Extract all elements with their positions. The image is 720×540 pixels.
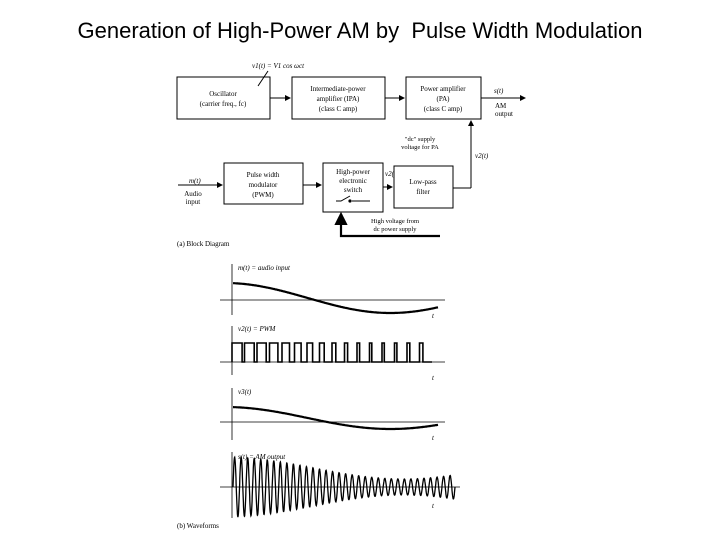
pwm-waveform-label: v2(t) = PWM [238,325,277,333]
filtered-t-label: t [432,434,435,442]
switch-block [322,162,384,213]
am-t-label: t [432,502,435,510]
audio-waveform [233,282,439,315]
audio-input-label-1: Audio [184,190,202,198]
ipa-label-2: amplifier (IPA) [317,95,360,103]
am-output-label-1: AM [495,102,507,110]
pa-label-2: (PA) [437,95,451,103]
pwm-t-label: t [432,374,435,382]
oscillator-label: Oscillator [209,90,237,98]
waveforms: m(t) = audio input t v2(t) = PWM t v3(t)… [177,264,460,530]
high-voltage-label-1: High voltage from [371,218,419,225]
am-waveform-label: s(t) = AM output [238,453,286,461]
am-output-label-2: output [495,110,513,118]
pwm-label-2: modulator [249,181,278,189]
dc-supply-label-1: "dc" supply [405,136,436,143]
pwm-waveform [231,342,432,363]
v2-supply-label: v2(t) [475,152,489,160]
audio-t-label: t [432,312,435,320]
ipa-label-1: Intermediate-power [310,85,366,93]
audio-waveform-label: m(t) = audio input [238,264,291,272]
dc-supply-label-2: voltage for PA [401,144,439,151]
waveforms-caption: (b) Waveforms [177,522,219,530]
switch-label-3: switch [344,186,363,194]
carrier-label: v1(t) = V1 cos ωct [252,62,305,70]
high-voltage-label-2: dc power supply [374,226,418,233]
carrier-pointer [257,70,269,87]
output-signal-label: s(t) [494,87,504,95]
filtered-waveform [233,406,439,431]
pwm-label-1: Pulse width [247,171,280,179]
input-signal-label: m(t) [189,177,201,185]
am-waveform [232,455,456,518]
pa-block [405,76,482,120]
v2-switch-label: v2(t) [385,170,399,178]
oscillator-block [176,76,271,120]
filtered-waveform-label: v3(t) [238,388,252,396]
lpf-label-2: filter [416,188,430,196]
switch-pivot [348,199,352,203]
lpf-block [393,165,454,209]
block-diagram: Oscillator (carrier freq., fc) Intermedi… [176,62,526,248]
slide-title: Generation of High-Power AM by Pulse Wid… [77,18,643,43]
pa-label-1: Power amplifier [420,85,466,93]
lpf-label-1: Low-pass [409,178,436,186]
oscillator-sublabel: (carrier freq., fc) [200,100,247,108]
pwm-label-3: (PWM) [252,191,274,199]
ipa-block [291,76,386,120]
pa-label-3: (class C amp) [424,105,463,113]
switch-contact-left [336,195,351,202]
high-voltage-feed [334,211,440,238]
audio-input-label-2: input [186,198,200,206]
switch-label-1: High-power [336,168,370,176]
switch-label-2: electronic [339,177,367,185]
pwm-block [223,162,304,205]
block-diagram-caption: (a) Block Diagram [177,240,230,248]
ipa-label-3: (class C amp) [319,105,358,113]
